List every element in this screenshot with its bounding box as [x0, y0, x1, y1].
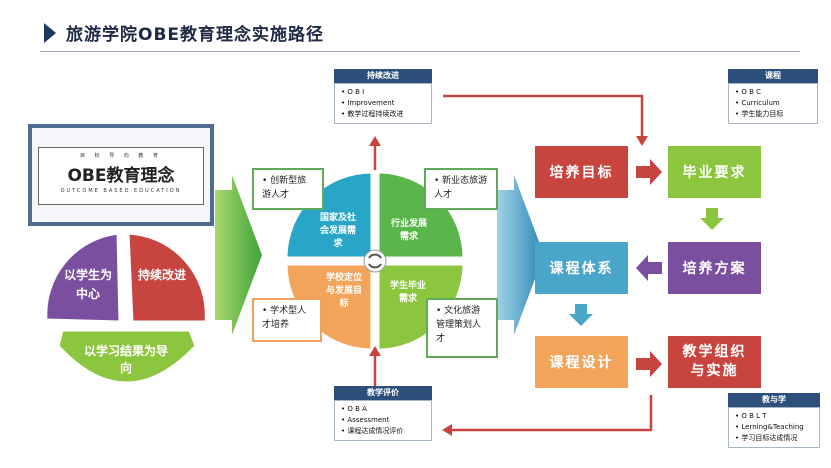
- talent-box-academic: • 学术型人才培养: [252, 298, 322, 342]
- flow-box-graduation-requirement: 毕业要求: [668, 146, 761, 198]
- callout-oblt-line1: • O B L T: [735, 412, 767, 420]
- obe-card-title: OBE教育理念: [67, 166, 175, 186]
- callout-obc-line2: • Curriculum: [735, 99, 780, 107]
- cycle-red-segment: [126, 231, 208, 324]
- cycle-label-outcome: 以学习结果为导向: [84, 344, 169, 375]
- callout-obi-line2: • Improvement: [341, 99, 395, 107]
- circle-label-school: 学校定位与发展目标: [325, 273, 362, 309]
- circle-label-national: 国家及社会发展需求: [319, 213, 356, 249]
- callout-obi-head: 持续改进: [334, 69, 432, 83]
- callout-oba-line3: • 课程达成情况评价: [341, 427, 404, 435]
- callout-oba: 教学评价 • O B A • Assessment • 课程达成情况评价: [334, 386, 432, 441]
- cycle-label-improvement: 持续改进: [137, 268, 186, 282]
- title-marker-icon: [44, 23, 56, 43]
- obe-card-subtitle: 目 标 导 向 教 育: [80, 153, 162, 159]
- talent-box-culture: • 文化旅游管理策划人才: [426, 298, 498, 358]
- callout-obc: 课程 • O B C • Curriculum • 学生能力目标: [728, 69, 818, 124]
- callout-oblt-body: • O B L T • Lerning&Teaching • 学习目标达成情况: [728, 407, 820, 448]
- callout-obc-line1: • O B C: [735, 88, 762, 96]
- cycle-purple-segment: [44, 231, 122, 324]
- flow-box-course-design: 课程设计: [535, 336, 628, 388]
- callout-oba-head: 教学评价: [334, 386, 432, 400]
- talent-box-new-format: • 新业态旅游人才: [424, 168, 498, 210]
- page-title: 旅游学院OBE教育理念实施路径: [66, 25, 325, 45]
- arrow-byyq-pyfa: [700, 208, 724, 230]
- callout-obi: 持续改进 • O B I • Improvement • 教学过程持续改进: [334, 69, 432, 124]
- flow-box-training-goal: 培养目标: [535, 146, 628, 198]
- callout-oblt-line3: • 学习目标达成情况: [735, 434, 798, 442]
- arrow-pyfa-kctx: [636, 255, 662, 281]
- callout-oblt: 教与学 • O B L T • Lerning&Teaching • 学习目标达…: [728, 393, 820, 448]
- callout-oba-line2: • Assessment: [341, 416, 390, 424]
- circle-label-student: 学生毕业需求: [389, 281, 426, 304]
- callout-oba-body: • O B A • Assessment • 课程达成情况评价: [334, 400, 432, 441]
- arrow-kcsj-jxzz: [636, 351, 662, 377]
- callout-oblt-line2: • Lerning&Teaching: [735, 423, 804, 431]
- circle-label-industry: 行业发展需求: [390, 219, 427, 242]
- green-flow-arrow: [215, 175, 262, 335]
- arrow-kctx-kcsj: [569, 304, 593, 326]
- callout-obi-line3: • 教学过程持续改进: [341, 110, 404, 118]
- obe-card: 目 标 导 向 教 育 OBE教育理念 OUTCOME BASED EDUCAT…: [38, 147, 204, 205]
- circle-center: [363, 249, 387, 273]
- callout-obi-body: • O B I • Improvement • 教学过程持续改进: [334, 83, 432, 124]
- callout-oblt-head: 教与学: [728, 393, 820, 407]
- flow-box-curriculum-system: 课程体系: [535, 242, 628, 294]
- blue-flow-arrow: [497, 175, 544, 335]
- arrow-pyml-byyq: [636, 159, 662, 185]
- callout-obc-line3: • 学生能力目标: [735, 110, 784, 118]
- callout-obc-body: • O B C • Curriculum • 学生能力目标: [728, 83, 818, 124]
- cycle-label-student-centered: 以学生为中心: [63, 268, 112, 301]
- cycle-center-icon: [368, 253, 382, 269]
- obe-card-english: OUTCOME BASED EDUCATION: [60, 188, 182, 194]
- flow-box-training-plan: 培养方案: [668, 242, 761, 294]
- cycle-green-segment: [56, 328, 198, 385]
- talent-box-innovative: • 创新型旅游人才: [252, 168, 324, 210]
- callout-oba-line1: • O B A: [341, 405, 367, 413]
- callout-obi-line1: • O B I: [341, 88, 365, 96]
- title-divider: [40, 51, 800, 52]
- flow-box-teaching-implementation: 教学组织与实施: [668, 336, 761, 388]
- callout-obc-head: 课程: [728, 69, 818, 83]
